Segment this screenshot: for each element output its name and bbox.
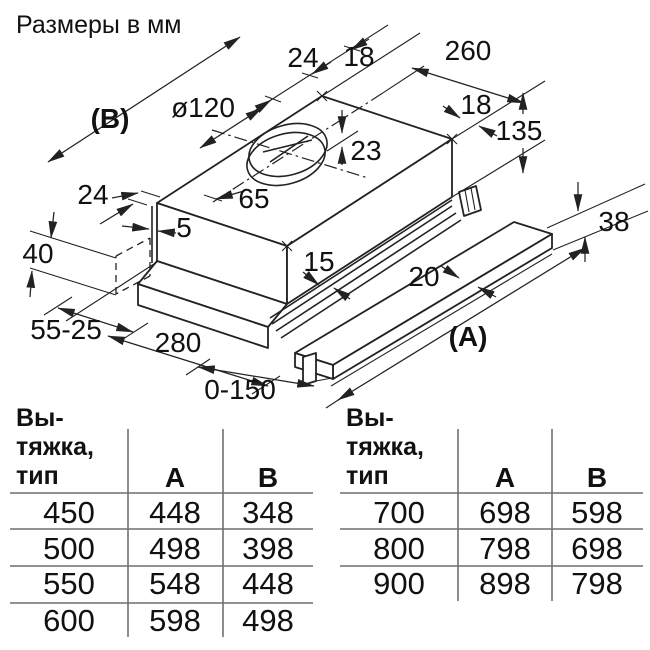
hood-type-table-small: Вы- тяжка, тип A B 450 448 348 500 498 3… — [10, 404, 313, 638]
svg-text:700: 700 — [373, 495, 425, 530]
table-row: 500 498 398 — [43, 531, 294, 566]
table-header-type-line3: тип — [16, 462, 59, 490]
dim-label-right-18: 18 — [460, 89, 491, 120]
table-row: 900 898 798 — [373, 566, 623, 601]
svg-text:498: 498 — [149, 531, 201, 566]
dim-label-left-24: 24 — [77, 179, 108, 210]
dim-label-front-20: 20 — [408, 261, 439, 292]
svg-text:348: 348 — [242, 495, 294, 530]
svg-text:598: 598 — [571, 495, 623, 530]
vent-centerline-u — [212, 99, 373, 203]
dim-label-rail-15: 15 — [303, 246, 334, 277]
svg-text:498: 498 — [242, 603, 294, 638]
svg-text:898: 898 — [479, 566, 531, 601]
svg-text:500: 500 — [43, 531, 95, 566]
svg-text:598: 598 — [149, 603, 201, 638]
svg-text:698: 698 — [479, 495, 531, 530]
hood-type-table-large: Вы- тяжка, тип A B 700 698 598 800 798 6… — [340, 404, 643, 601]
dim-label-a-ref: (A) — [449, 321, 488, 352]
table-row: 550 548 448 — [43, 566, 294, 601]
svg-text:548: 548 — [149, 566, 201, 601]
dim-label-bar-38: 38 — [598, 206, 629, 237]
svg-text:900: 900 — [373, 566, 425, 601]
table-row: 700 698 598 — [373, 495, 623, 530]
svg-text:798: 798 — [571, 566, 623, 601]
table-header-type-line2: тяжка, — [346, 433, 424, 461]
svg-text:798: 798 — [479, 531, 531, 566]
dim-label-extend: 0-150 — [204, 374, 276, 405]
dim-label-lip-5: 5 — [176, 212, 192, 243]
table-row: 600 598 498 — [43, 603, 294, 638]
dim-label-top-18: 18 — [343, 41, 374, 72]
dim-label-overhang: 55-25 — [30, 314, 102, 345]
table-header-b: B — [258, 462, 278, 493]
table-header-b: B — [587, 462, 607, 493]
dim-label-top-24: 24 — [287, 42, 318, 73]
svg-text:550: 550 — [43, 566, 95, 601]
dim-label-offset-23: 23 — [350, 135, 381, 166]
vent-collar — [246, 122, 328, 187]
dim-label-bracket-40: 40 — [22, 238, 53, 269]
page-title: Размеры в мм — [16, 11, 181, 39]
svg-text:398: 398 — [242, 531, 294, 566]
table-header-a: A — [165, 462, 185, 493]
table-header-type-line3: тип — [346, 462, 389, 490]
dim-label-height-135: 135 — [496, 115, 543, 146]
table-header-type-line2: тяжка, — [16, 433, 94, 461]
svg-text:450: 450 — [43, 495, 95, 530]
svg-text:698: 698 — [571, 531, 623, 566]
svg-text:448: 448 — [149, 495, 201, 530]
table-header-a: A — [495, 462, 515, 493]
dim-label-depth-260: 260 — [445, 35, 492, 66]
mounting-bracket — [458, 185, 482, 217]
dim-label-b-ref: (В) — [91, 103, 130, 134]
dim-label-center-65: 65 — [238, 183, 269, 214]
hidden-bracket-outline — [115, 237, 151, 295]
table-row: 450 448 348 — [43, 495, 294, 530]
dim-label-base-280: 280 — [155, 327, 202, 358]
table-header-type-line1: Вы- — [346, 404, 394, 432]
svg-text:800: 800 — [373, 531, 425, 566]
table-row: 800 798 698 — [373, 531, 623, 566]
svg-text:600: 600 — [43, 603, 95, 638]
table-header-type-line1: Вы- — [16, 404, 64, 432]
dimension-lines — [26, 24, 590, 401]
dim-label-diameter: ø120 — [171, 92, 235, 123]
svg-text:448: 448 — [242, 566, 294, 601]
